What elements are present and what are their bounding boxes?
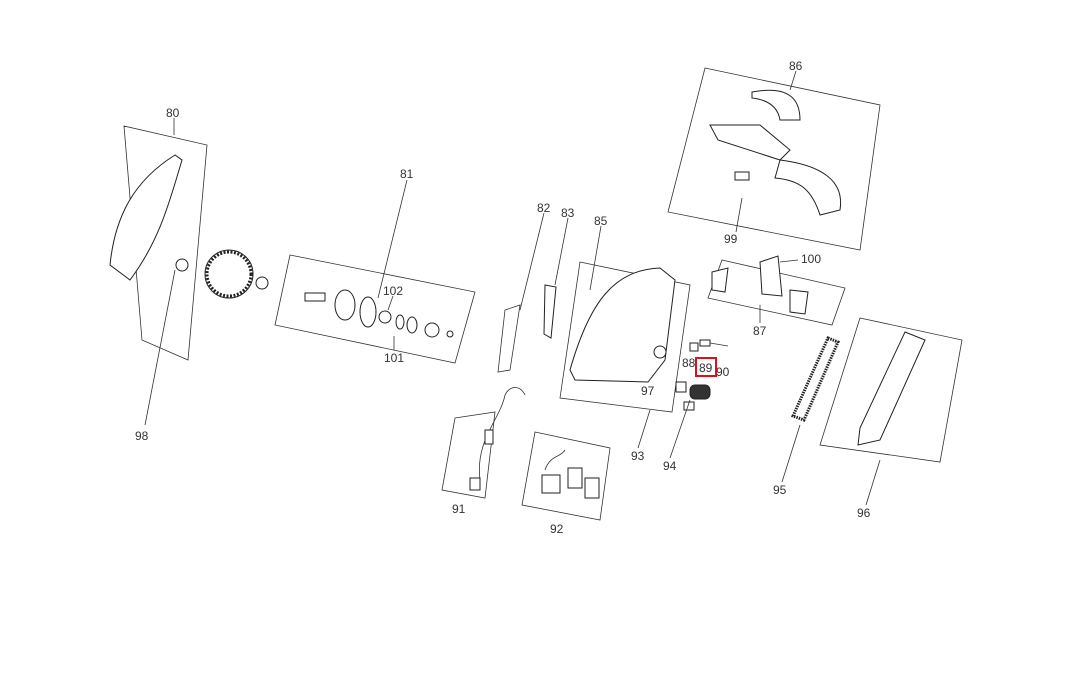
label-95: 95 (773, 483, 787, 497)
label-98: 98 (135, 429, 149, 443)
part-group-91-92 (441, 387, 611, 521)
label-100: 100 (801, 252, 821, 266)
label-91: 91 (452, 502, 466, 516)
part-labels: 80 81 82 83 85 86 99 100 87 102 101 98 8… (135, 59, 871, 536)
highlight-box (695, 357, 717, 377)
label-87: 87 (753, 324, 767, 338)
label-89[interactable]: 89 (699, 361, 713, 375)
part-group-80 (109, 118, 269, 426)
part-group-89 (669, 339, 729, 459)
label-92: 92 (550, 522, 564, 536)
label-96: 96 (857, 506, 871, 520)
label-81: 81 (400, 167, 414, 181)
label-101: 101 (384, 351, 404, 365)
label-99: 99 (724, 232, 738, 246)
label-80: 80 (166, 106, 180, 120)
label-94: 94 (663, 459, 677, 473)
part-group-81 (274, 179, 476, 364)
label-97: 97 (641, 384, 655, 398)
label-102: 102 (383, 284, 403, 298)
part-group-85 (497, 212, 691, 449)
label-86: 86 (789, 59, 803, 73)
label-85: 85 (594, 214, 608, 228)
part-group-96 (781, 317, 963, 506)
label-88: 88 (682, 356, 696, 370)
label-93: 93 (631, 449, 645, 463)
label-82: 82 (537, 201, 551, 215)
label-90: 90 (716, 365, 730, 379)
part-group-86 (667, 67, 881, 326)
label-83: 83 (561, 206, 575, 220)
